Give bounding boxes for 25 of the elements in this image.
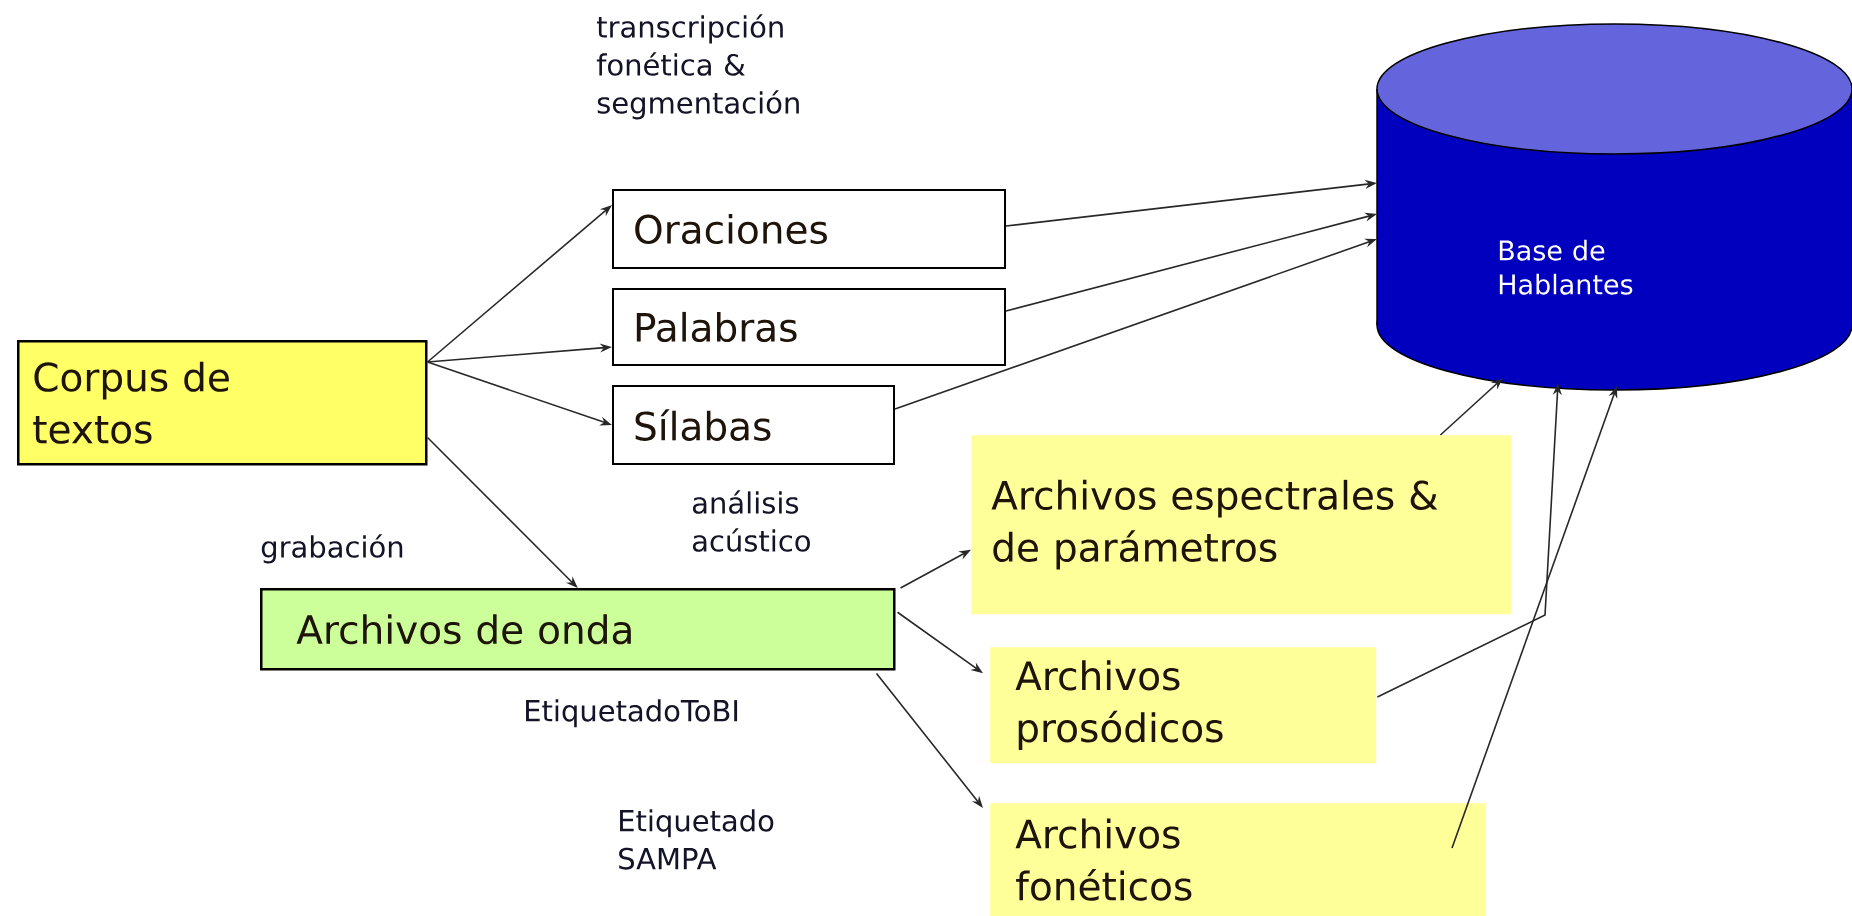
annotation-text: análisis acústico <box>692 490 810 552</box>
box-text: Archivos fonéticos <box>1015 818 1192 901</box>
text-box <box>612 385 895 465</box>
database-cylinder <box>1376 23 1852 391</box>
box-text: Oraciones <box>635 213 827 245</box>
file-box <box>990 647 1377 764</box>
file-box <box>971 435 1512 615</box>
annotation-text: Etiquetado SAMPA <box>619 809 774 870</box>
box-text: Corpus de textos <box>33 361 229 444</box>
db-text: Base de Hablantes <box>1499 239 1633 295</box>
box-text: Archivos prosódicos <box>1015 660 1223 751</box>
box-text: Sílabas <box>635 409 771 441</box>
arrow <box>426 205 612 363</box>
file-box <box>990 803 1487 916</box>
box-text: Archivos espectrales & de parámetros <box>991 479 1438 570</box>
annotation-text: transcripción fonética & segmentación <box>596 14 799 120</box>
box-text: Palabras <box>636 311 797 343</box>
text-box <box>612 288 1006 366</box>
annotation-text: EtiquetadoToBI <box>526 699 738 728</box>
text-box <box>612 189 1006 269</box>
text-box <box>17 340 428 466</box>
arrow <box>1439 378 1503 436</box>
annotation-text: grabación <box>261 534 403 564</box>
text-box <box>260 588 896 671</box>
box-text: Archivos de onda <box>296 614 631 645</box>
